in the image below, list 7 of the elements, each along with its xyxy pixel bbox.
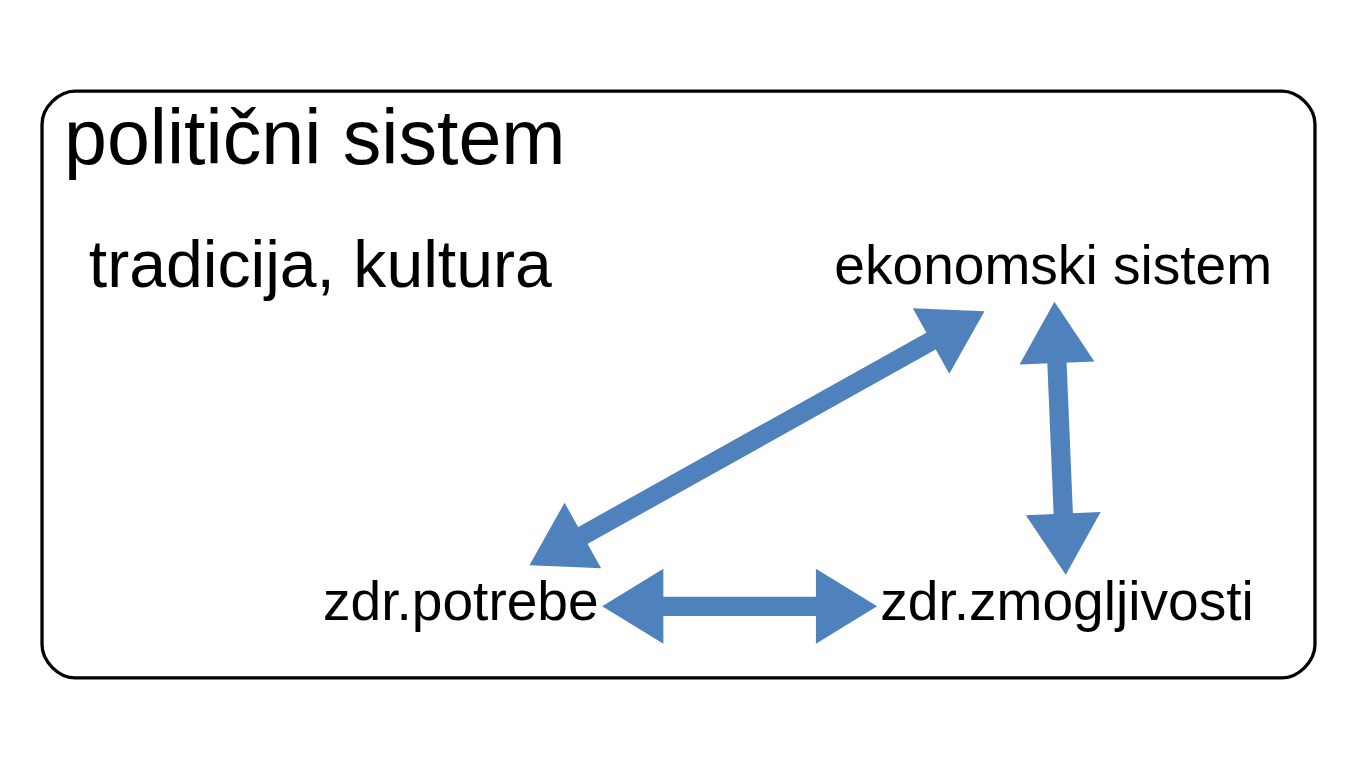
label: tradicija, kultura — [88, 226, 552, 301]
arrow — [1019, 301, 1101, 575]
node-text: zdr.potrebe — [323, 569, 599, 632]
arrow — [529, 307, 985, 568]
node-text: ekonomski sistem — [834, 233, 1273, 296]
arrow — [602, 568, 878, 644]
node-text: zdr.zmogljivosti — [880, 569, 1254, 632]
